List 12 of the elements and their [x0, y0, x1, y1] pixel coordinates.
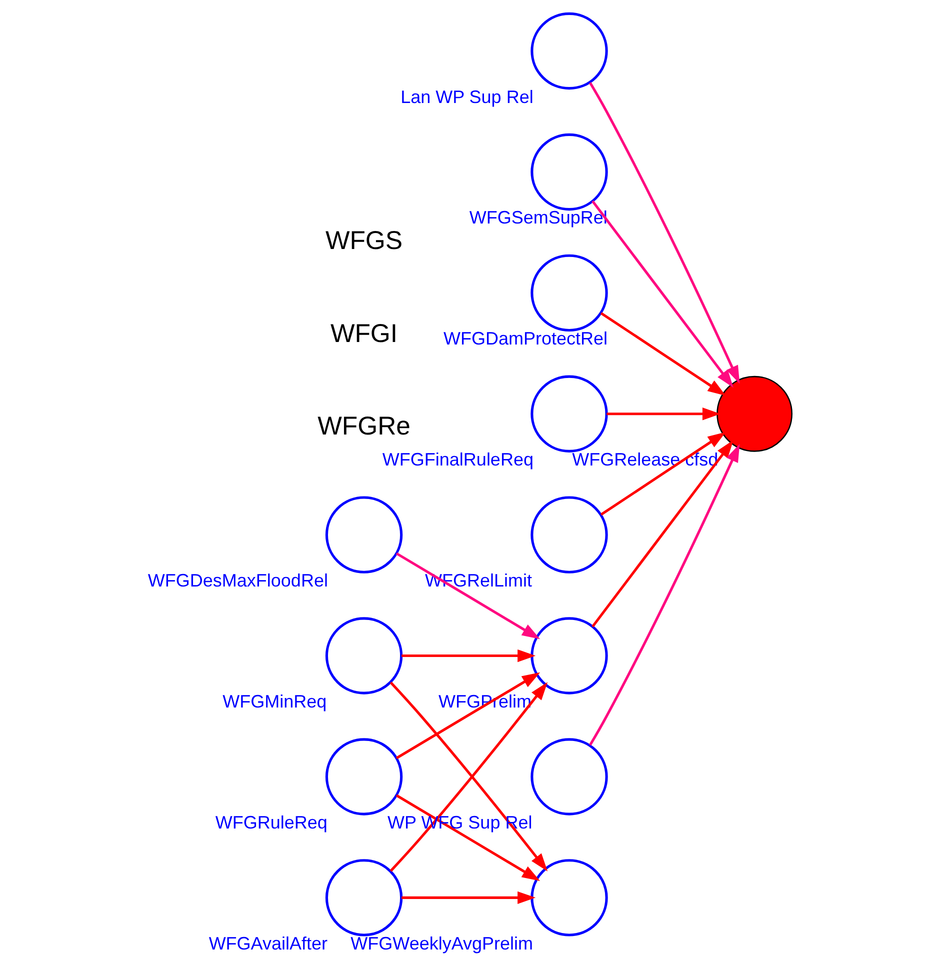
node-label: WFGMinReq [222, 692, 327, 712]
node-label: WFGRuleReq [215, 812, 328, 832]
label: WFGRe [318, 412, 410, 440]
node-label: WFGDesMaxFloodRel [148, 570, 328, 591]
node-label: WFGWeeklyAvgPrelim [350, 933, 534, 954]
node-label: Lan WP Sup Rel [400, 86, 534, 107]
label: WFGI [330, 320, 398, 348]
node-label: WFGDamProtectRel [443, 328, 608, 349]
node-label: WFGFinalRuleReq [382, 450, 534, 470]
label: WFGS [325, 227, 403, 256]
node-label: WFGSemSupRel [469, 208, 608, 228]
node-label: WFGAvailAfter [208, 933, 328, 954]
